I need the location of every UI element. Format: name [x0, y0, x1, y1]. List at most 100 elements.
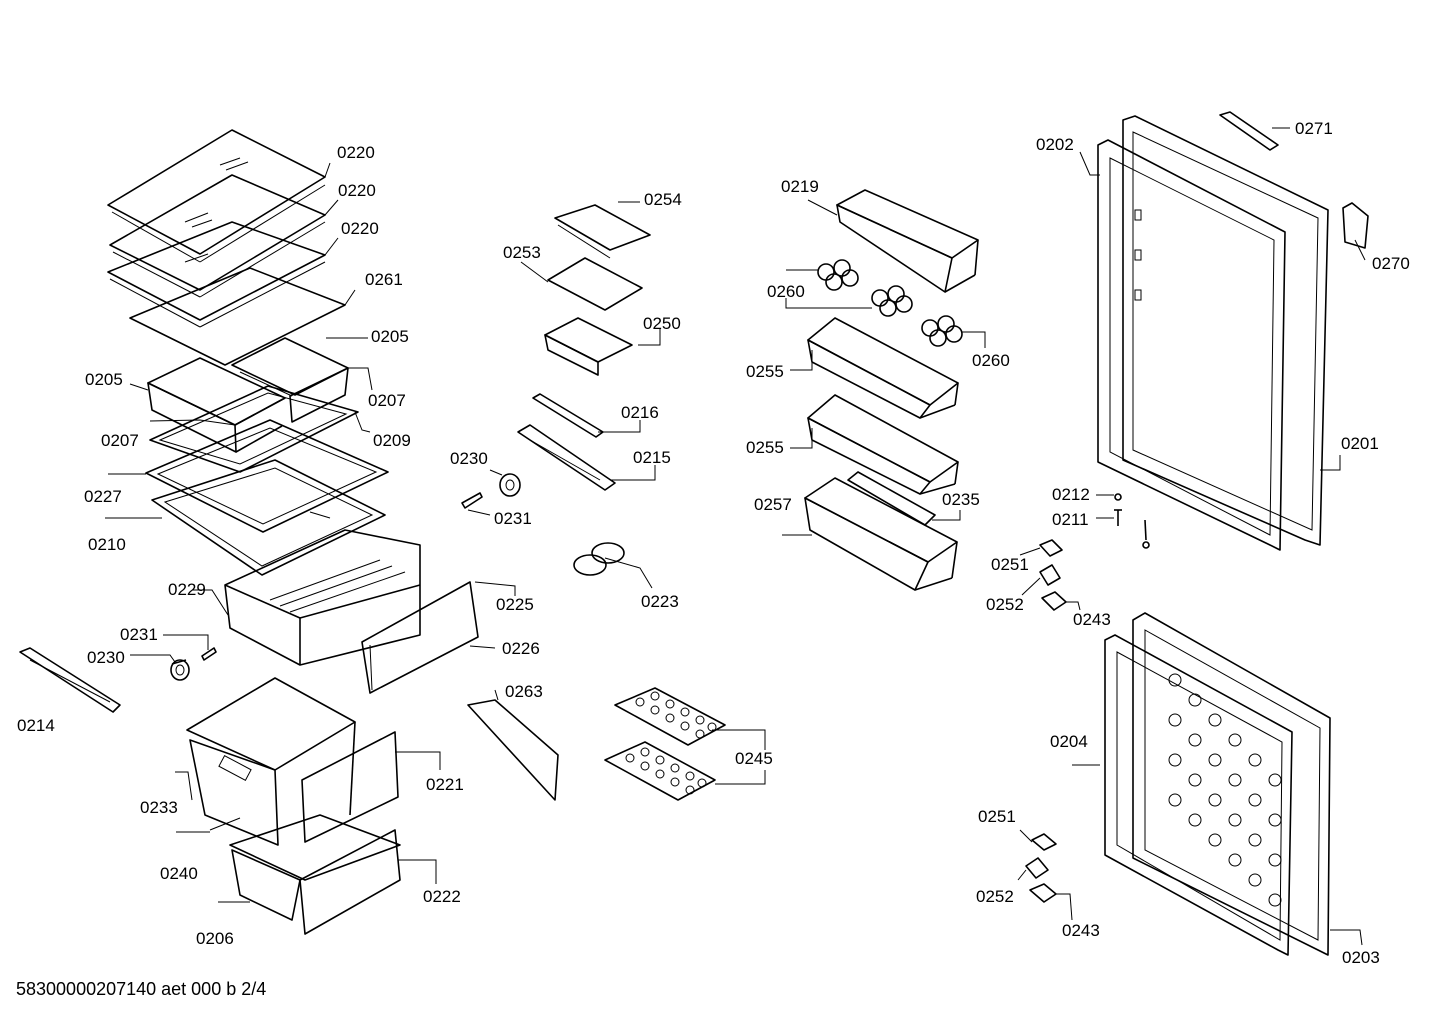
egg-tray-0260-a: [817, 259, 859, 291]
screw-0212: [1114, 493, 1122, 501]
bottle-divider-0235: [847, 471, 936, 526]
door-shelf-0255-b: [807, 394, 959, 495]
panel-0263: [467, 699, 559, 801]
rail-0214: [19, 647, 121, 713]
label-0229: 0229: [168, 580, 206, 599]
part-labels: 0220 0220 0220 0261 0205 0205 0207 0207 …: [17, 119, 1410, 967]
label-0271: 0271: [1295, 119, 1333, 138]
label-0271: [1219, 111, 1279, 151]
label-0210: 0210: [88, 535, 126, 554]
label-0216: 0216: [621, 403, 659, 422]
frame-0227: [145, 419, 389, 533]
label-0243-upper: 0243: [1073, 610, 1111, 629]
label-0202: 0202: [1036, 135, 1074, 154]
label-0219: 0219: [781, 177, 819, 196]
label-0227: 0227: [84, 487, 122, 506]
label-0215: 0215: [633, 448, 671, 467]
glass-shelf-top: [107, 129, 326, 263]
bracket-0251-b: [1031, 833, 1057, 851]
egg-tray-0260-b: [871, 285, 913, 317]
freezer-door-0203: [1132, 612, 1331, 956]
crisper-box-left: [147, 357, 286, 453]
label-0252-upper: 0252: [986, 595, 1024, 614]
glass-shelf-lower: [107, 221, 326, 328]
label-0240: 0240: [160, 864, 198, 883]
pin-0231-b: [461, 492, 483, 509]
label-0204: 0204: [1050, 732, 1088, 751]
bracket-0243-b: [1029, 883, 1057, 903]
label-0205-right: 0205: [371, 327, 409, 346]
label-0220-a: 0220: [337, 143, 375, 162]
label-0251-upper: 0251: [991, 555, 1029, 574]
label-0245: 0245: [735, 749, 773, 768]
pin-0231: [201, 647, 217, 661]
roller-0230: [170, 659, 190, 681]
strip-0216: [532, 393, 604, 438]
ice-tray-bottom: [604, 741, 716, 801]
label-0203: 0203: [1342, 948, 1380, 967]
tray-0254: [554, 204, 651, 259]
label-0230-left: 0230: [87, 648, 125, 667]
label-0254: 0254: [644, 190, 682, 209]
label-0209: 0209: [373, 431, 411, 450]
bracket-0252-b: [1025, 857, 1049, 879]
basket-front-0221: [301, 731, 399, 843]
door-shelf-0255-a: [807, 317, 959, 419]
frame-0209: [149, 385, 359, 473]
label-0257: 0257: [754, 495, 792, 514]
leader-lines: [105, 127, 1366, 946]
hinge-cover-0223: [573, 542, 625, 576]
door-shelf-0257: [804, 477, 958, 591]
roller-0230-b: [499, 473, 521, 497]
label-0230-mid: 0230: [450, 449, 488, 468]
label-0207-left: 0207: [101, 431, 139, 450]
basket-divider-0240: [209, 817, 241, 831]
label-0270: 0270: [1372, 254, 1410, 273]
label-0255-lower: 0255: [746, 438, 784, 457]
label-0212: 0212: [1052, 485, 1090, 504]
freezer-basket-0206: [229, 814, 401, 921]
fridge-door-0201: [1122, 115, 1329, 546]
label-0260-left: 0260: [767, 282, 805, 301]
label-0263: 0263: [505, 682, 543, 701]
label-0252-lower: 0252: [976, 887, 1014, 906]
rail-0215: [517, 424, 616, 491]
freezer-basket-0233: [186, 677, 356, 846]
ice-tray-top: [614, 687, 726, 746]
label-0225: 0225: [496, 595, 534, 614]
document-code: 58300000207140 aet 000 b 2/4: [16, 979, 267, 999]
bracket-0251-a: [1039, 539, 1063, 557]
dairy-compartment-0219: [836, 189, 979, 293]
label-0260-right: 0260: [972, 351, 1010, 370]
cover-0253: [547, 257, 643, 311]
tray-0250: [544, 317, 633, 376]
bracket-0252-a: [1039, 564, 1061, 586]
label-0231-left: 0231: [120, 625, 158, 644]
label-0201: 0201: [1341, 434, 1379, 453]
label-0250: 0250: [643, 314, 681, 333]
label-0261: 0261: [365, 270, 403, 289]
label-0221: 0221: [426, 775, 464, 794]
freezer-drawer-large: [224, 529, 421, 666]
hinge-0270: [1342, 202, 1369, 249]
label-0231-mid: 0231: [494, 509, 532, 528]
screw-0211: [1114, 509, 1150, 549]
label-0223: 0223: [641, 592, 679, 611]
label-0220-b: 0220: [338, 181, 376, 200]
basket-front-0222: [299, 829, 401, 935]
bracket-0243-a: [1041, 591, 1067, 611]
frame-0210: [151, 459, 386, 576]
label-0206: 0206: [196, 929, 234, 948]
label-0226: 0226: [502, 639, 540, 658]
freezer-gasket-0204: [1104, 634, 1293, 956]
label-0235: 0235: [942, 490, 980, 509]
drawer-front-panel: [361, 581, 479, 694]
label-0253: 0253: [503, 243, 541, 262]
label-0207-right: 0207: [368, 391, 406, 410]
label-0220-c: 0220: [341, 219, 379, 238]
label-0251-lower: 0251: [978, 807, 1016, 826]
label-0233: 0233: [140, 798, 178, 817]
egg-tray-0260-c: [921, 315, 963, 347]
label-0243-lower: 0243: [1062, 921, 1100, 940]
